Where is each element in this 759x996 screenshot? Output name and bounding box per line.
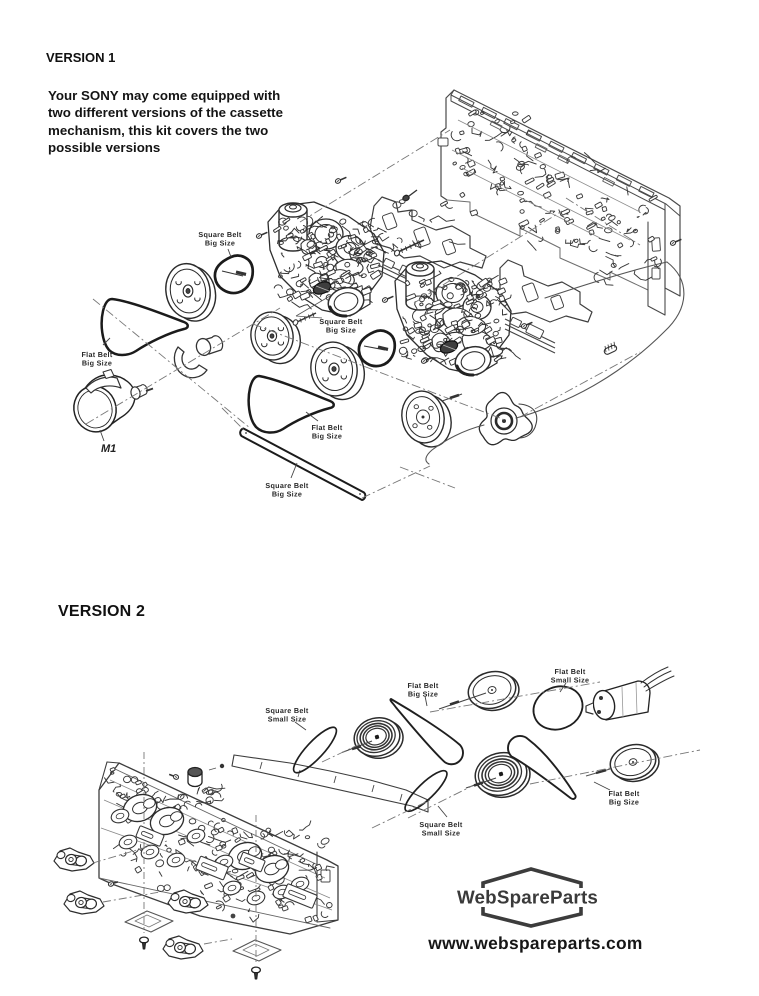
svg-text:Big Size: Big Size <box>326 325 356 334</box>
svg-text:Big Size: Big Size <box>609 797 639 806</box>
svg-text:Big Size: Big Size <box>312 431 342 440</box>
svg-text:Square Belt: Square Belt <box>265 481 309 490</box>
svg-text:Flat Belt: Flat Belt <box>608 789 639 798</box>
svg-text:Small Size: Small Size <box>551 675 590 684</box>
svg-text:Flat Belt: Flat Belt <box>407 681 438 690</box>
svg-text:M1: M1 <box>101 443 116 455</box>
svg-text:Flat Belt: Flat Belt <box>311 423 342 432</box>
svg-text:Flat Belt: Flat Belt <box>554 667 585 676</box>
svg-text:Big Size: Big Size <box>272 489 302 498</box>
svg-text:Square Belt: Square Belt <box>198 230 242 239</box>
svg-text:Small Size: Small Size <box>422 828 461 837</box>
svg-text:Big Size: Big Size <box>82 358 112 367</box>
svg-text:WebSpareParts: WebSpareParts <box>457 887 598 908</box>
svg-text:www.webspareparts.com: www.webspareparts.com <box>427 933 642 953</box>
svg-text:Square Belt: Square Belt <box>319 317 363 326</box>
svg-text:Square Belt: Square Belt <box>265 706 309 715</box>
svg-text:Big Size: Big Size <box>205 238 235 247</box>
svg-text:Square Belt: Square Belt <box>419 820 463 829</box>
svg-text:Big Size: Big Size <box>408 689 438 698</box>
svg-text:Small Size: Small Size <box>268 714 307 723</box>
svg-text:Flat Belt: Flat Belt <box>81 350 112 359</box>
